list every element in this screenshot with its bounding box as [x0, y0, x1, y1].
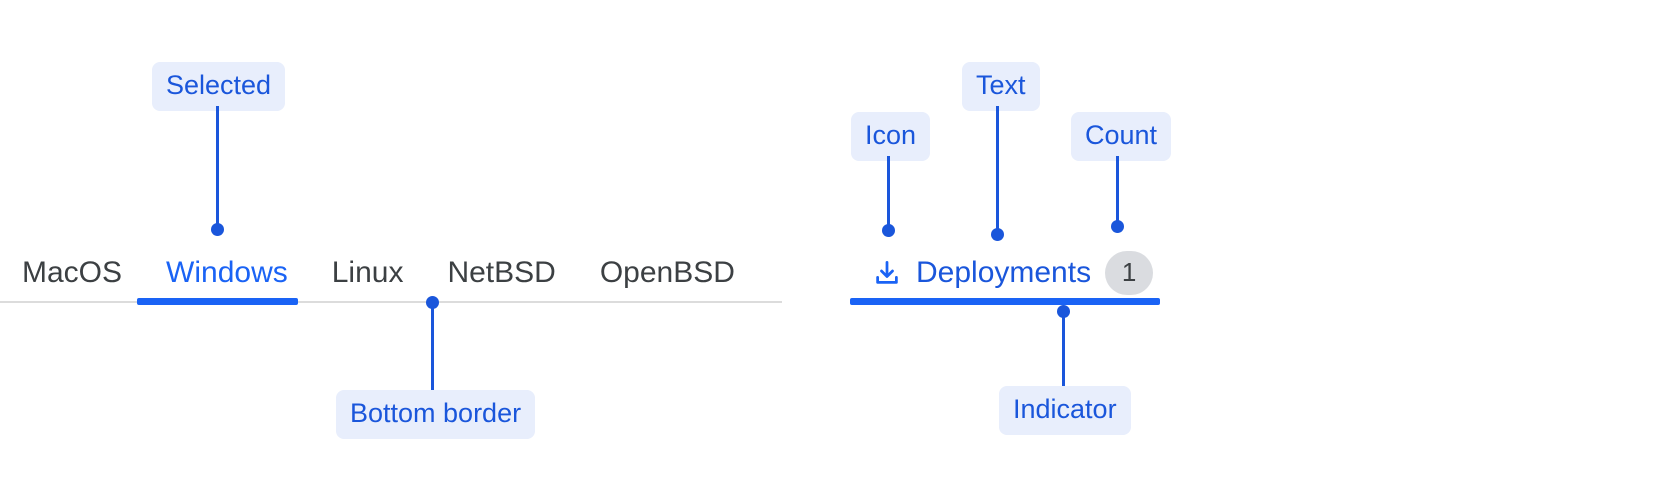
- leader-line-icon: [887, 156, 890, 228]
- tab-deployments-label: Deployments: [916, 255, 1092, 289]
- leader-dot-text: [991, 228, 1004, 241]
- callout-text: Text: [962, 62, 1040, 111]
- leader-line-count: [1116, 156, 1119, 224]
- deployments-tab-indicator: [850, 298, 1160, 305]
- tab-openbsd[interactable]: OpenBSD: [578, 244, 757, 301]
- leader-line-text: [996, 106, 999, 230]
- leader-line-bottom-border: [431, 302, 434, 390]
- leader-line-indicator: [1062, 311, 1065, 386]
- callout-icon: Icon: [851, 112, 931, 161]
- tab-deployments[interactable]: Deployments 1: [850, 244, 1175, 301]
- os-tab-bar: MacOS Windows Linux NetBSD OpenBSD: [0, 244, 782, 305]
- callout-bottom-border: Bottom border: [336, 390, 536, 439]
- download-icon: [876, 260, 898, 284]
- callout-selected: Selected: [152, 62, 286, 111]
- tab-windows[interactable]: Windows: [144, 244, 310, 301]
- deployments-tab-bar: Deployments 1: [850, 244, 1162, 305]
- leader-line-selected: [216, 106, 219, 226]
- leader-dot-selected: [211, 223, 224, 236]
- os-tab-list: MacOS Windows Linux NetBSD OpenBSD: [0, 244, 757, 301]
- selected-tab-indicator: [137, 298, 298, 305]
- tab-bar-bottom-border: [0, 301, 782, 303]
- tab-linux[interactable]: Linux: [310, 244, 426, 301]
- leader-dot-count: [1111, 220, 1124, 233]
- tab-netbsd[interactable]: NetBSD: [425, 244, 577, 301]
- deployments-count-badge: 1: [1105, 250, 1154, 295]
- callout-indicator: Indicator: [999, 386, 1131, 435]
- leader-dot-icon: [882, 224, 895, 237]
- tab-macos[interactable]: MacOS: [0, 244, 144, 301]
- callout-count: Count: [1071, 112, 1172, 161]
